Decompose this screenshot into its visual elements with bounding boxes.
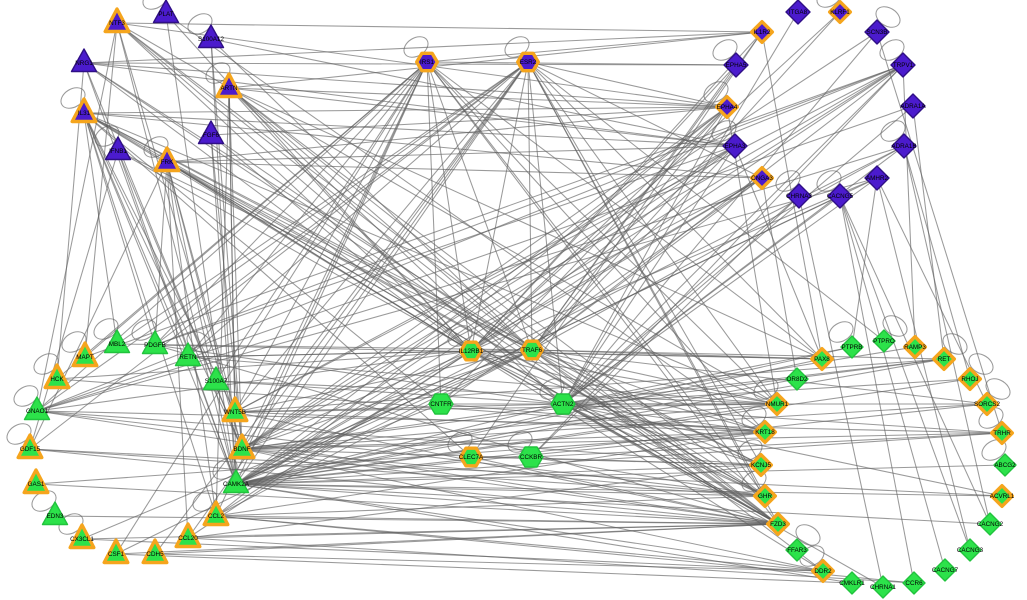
svg-text:CCL2: CCL2 <box>208 513 225 520</box>
svg-text:OR8D2: OR8D2 <box>787 376 808 383</box>
svg-text:FGF6: FGF6 <box>203 132 220 139</box>
svg-text:CDH5: CDH5 <box>146 551 164 558</box>
svg-text:CSF1: CSF1 <box>108 551 125 558</box>
svg-text:EPHA3: EPHA3 <box>725 143 746 150</box>
svg-text:FRK: FRK <box>161 159 174 166</box>
svg-text:IL31: IL31 <box>78 110 91 117</box>
svg-text:FZD3: FZD3 <box>770 521 786 528</box>
svg-text:KRT18: KRT18 <box>755 429 775 436</box>
svg-text:S100A7: S100A7 <box>205 378 228 385</box>
svg-text:HCK: HCK <box>50 376 64 383</box>
svg-text:BDNF: BDNF <box>233 446 250 453</box>
svg-text:EDN3: EDN3 <box>47 513 64 520</box>
svg-text:AMHR2: AMHR2 <box>866 175 889 182</box>
svg-text:IL1R2: IL1R2 <box>754 29 771 36</box>
svg-text:IRS1: IRS1 <box>420 59 434 66</box>
svg-text:KLRF1: KLRF1 <box>830 9 850 16</box>
svg-text:IL12RB1: IL12RB1 <box>459 348 484 355</box>
svg-text:CHRNA3: CHRNA3 <box>786 193 812 200</box>
svg-text:CAMK2A: CAMK2A <box>223 481 250 488</box>
svg-text:PLAT: PLAT <box>158 11 173 18</box>
svg-text:EPHA5: EPHA5 <box>726 62 747 69</box>
svg-text:NRG1: NRG1 <box>75 60 93 67</box>
svg-text:CACNG2: CACNG2 <box>977 521 1004 528</box>
svg-text:CCL20: CCL20 <box>178 535 198 542</box>
svg-text:RETN: RETN <box>179 354 197 361</box>
svg-text:RHOJ: RHOJ <box>961 376 978 383</box>
svg-text:PTPRO: PTPRO <box>873 338 895 345</box>
svg-text:MAPT: MAPT <box>76 354 94 361</box>
svg-text:SCN3B: SCN3B <box>867 29 888 36</box>
svg-text:EPHA4: EPHA4 <box>717 104 738 111</box>
svg-text:CACNG7: CACNG7 <box>932 567 959 574</box>
svg-text:CX3CL1: CX3CL1 <box>70 536 94 543</box>
svg-text:TRAF6: TRAF6 <box>522 347 542 354</box>
svg-text:WNT5B: WNT5B <box>224 409 246 416</box>
svg-text:MBL2: MBL2 <box>109 341 126 348</box>
svg-text:S100A12: S100A12 <box>198 36 224 43</box>
svg-text:GNAO1: GNAO1 <box>26 408 49 415</box>
svg-text:KCNJ5: KCNJ5 <box>751 462 771 469</box>
svg-text:TRHR: TRHR <box>993 430 1011 437</box>
svg-text:CHRNA1: CHRNA1 <box>870 584 896 591</box>
svg-text:FFAR3: FFAR3 <box>787 547 807 554</box>
svg-text:RET: RET <box>938 356 951 363</box>
svg-text:CCKBR: CCKBR <box>520 454 542 461</box>
svg-text:ADRA1A: ADRA1A <box>900 103 926 110</box>
svg-text:ABCG2: ABCG2 <box>994 462 1016 469</box>
svg-text:PDGFB: PDGFB <box>144 342 166 349</box>
svg-text:NMUR1: NMUR1 <box>766 401 789 408</box>
svg-text:ARTN: ARTN <box>220 85 237 92</box>
svg-text:ACVRL1: ACVRL1 <box>990 493 1015 500</box>
svg-text:CACNG5: CACNG5 <box>827 193 854 200</box>
svg-text:CNTFR: CNTFR <box>430 401 452 408</box>
svg-text:CNGA3: CNGA3 <box>751 175 773 182</box>
svg-text:NTF3: NTF3 <box>109 20 125 27</box>
svg-text:PAX8: PAX8 <box>814 356 830 363</box>
svg-text:SORCS2: SORCS2 <box>974 401 1000 408</box>
svg-text:RAMP3: RAMP3 <box>904 344 926 351</box>
svg-text:CMKLR1: CMKLR1 <box>839 580 865 587</box>
svg-text:ITGA8: ITGA8 <box>789 9 808 16</box>
svg-text:PTPRB: PTPRB <box>842 344 863 351</box>
svg-text:IFNB1: IFNB1 <box>109 148 127 155</box>
svg-text:ADRA1B: ADRA1B <box>891 143 916 150</box>
svg-text:CLEC7A: CLEC7A <box>459 454 484 461</box>
svg-text:CCR6: CCR6 <box>905 580 923 587</box>
svg-text:GHR: GHR <box>758 493 772 500</box>
svg-text:GDF15: GDF15 <box>20 446 41 453</box>
svg-text:TRPV1: TRPV1 <box>893 62 914 69</box>
svg-text:ACTN2: ACTN2 <box>553 401 574 408</box>
svg-text:GAS1: GAS1 <box>28 481 45 488</box>
svg-text:CACNG3: CACNG3 <box>957 547 984 554</box>
svg-text:DDR2: DDR2 <box>814 568 832 575</box>
svg-text:ESR2: ESR2 <box>520 59 537 66</box>
